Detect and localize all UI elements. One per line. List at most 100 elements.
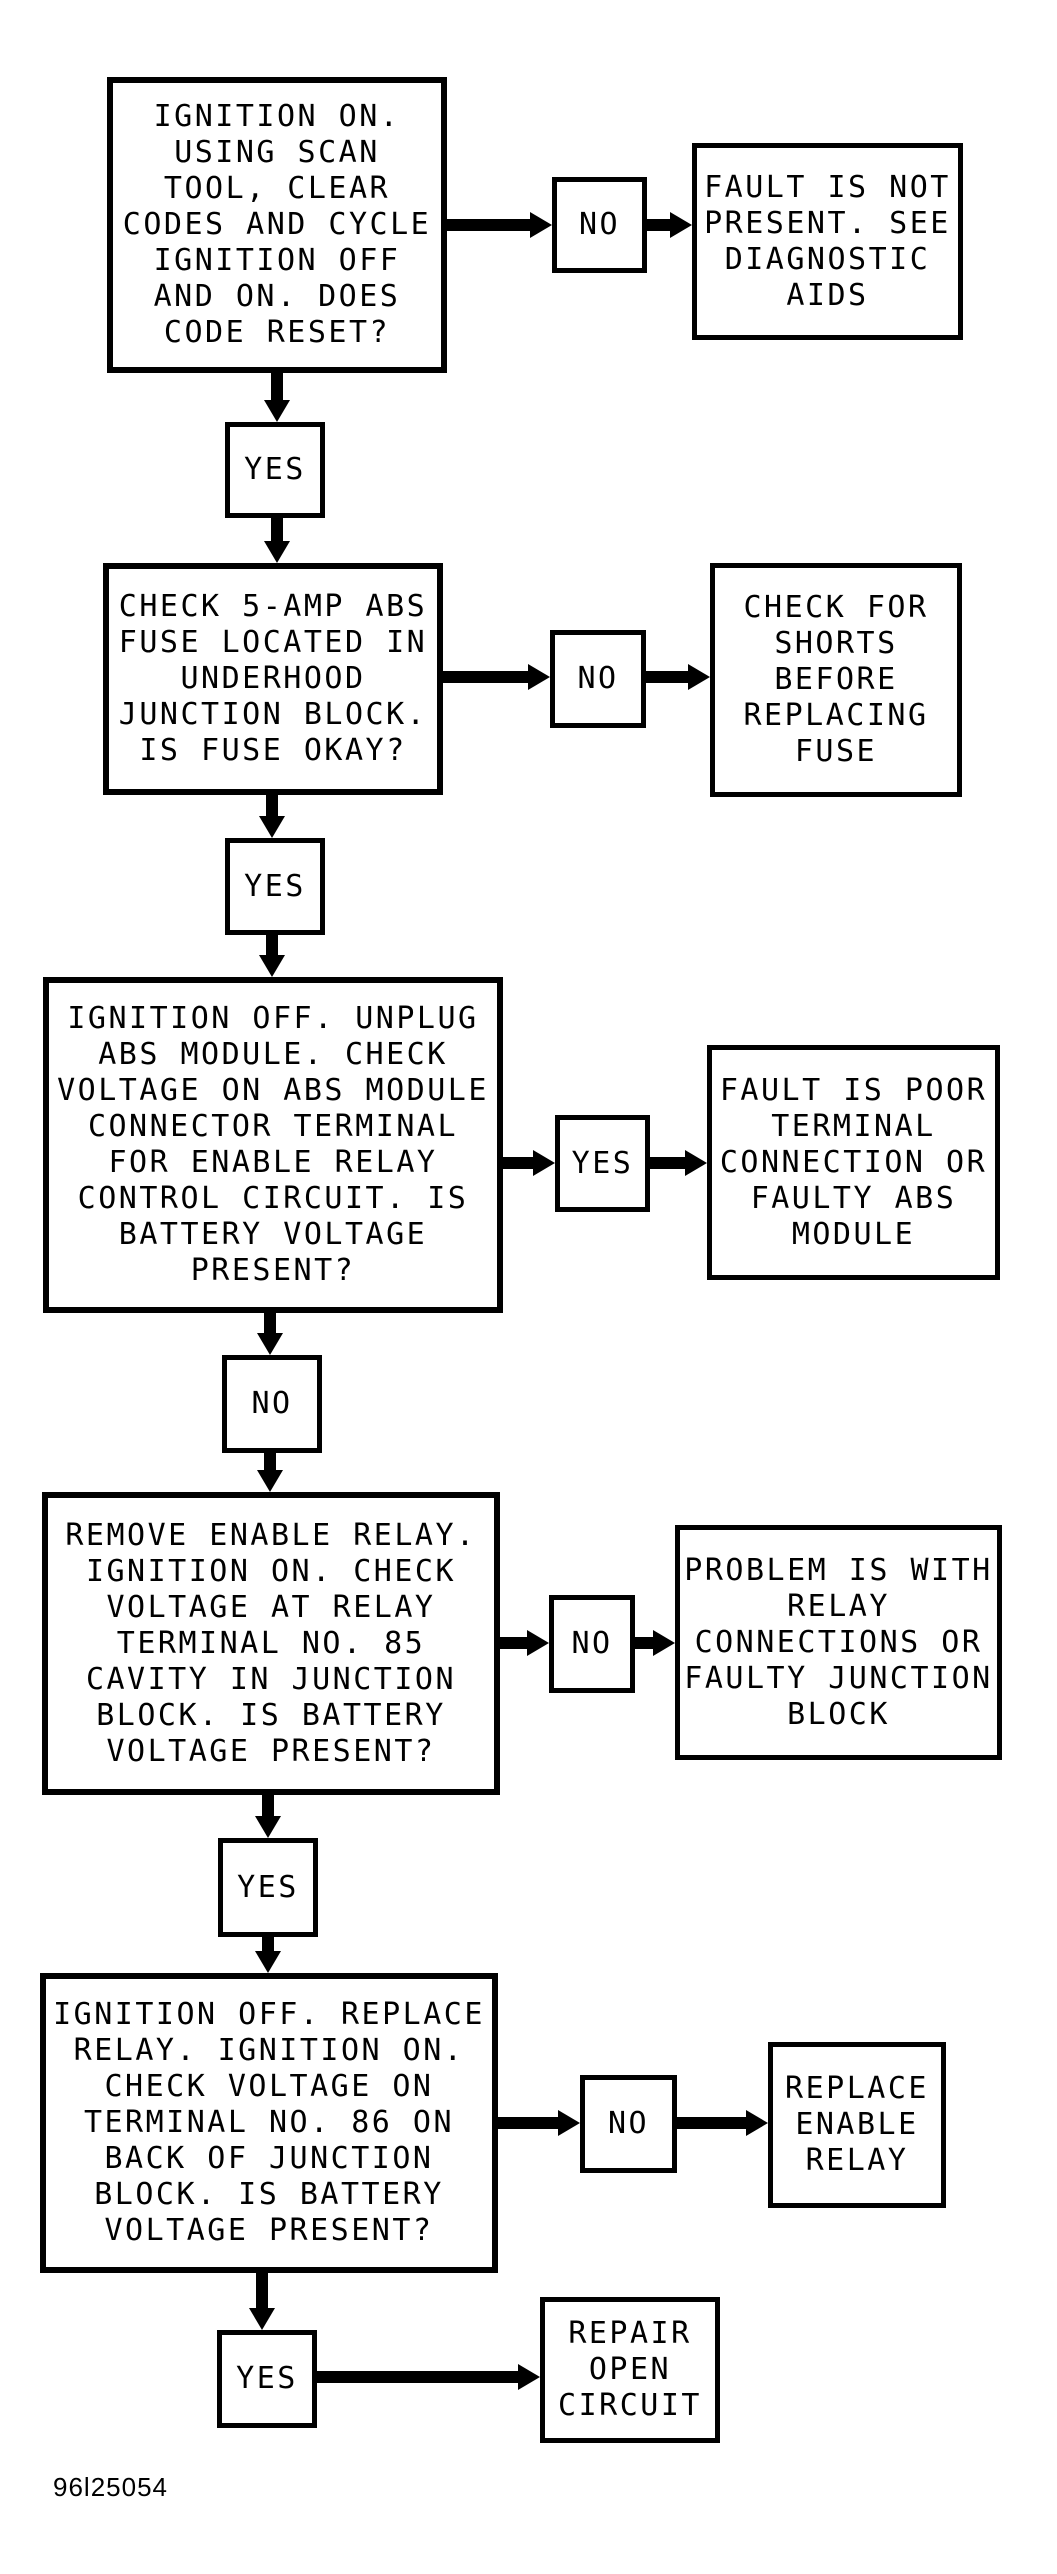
- text-line: YES: [244, 868, 306, 904]
- text-line: IS FUSE OKAY?: [139, 733, 407, 768]
- arrow-step1-to-yes1-line: [271, 373, 283, 402]
- arrow-step2-to-yes2-line: [266, 795, 278, 818]
- text-line: YES: [236, 2361, 298, 2396]
- text-line: IGNITION OFF. UNPLUG: [67, 1001, 479, 1036]
- arrowhead-icon: [528, 664, 550, 690]
- text-line: UNDERHOOD: [180, 661, 366, 696]
- text-line: VOLTAGE ON ABS MODULE: [57, 1073, 489, 1108]
- text-line: IGNITION ON. CHECK: [85, 1553, 457, 1589]
- arrowhead-icon: [257, 1470, 283, 1492]
- arrow-no2-to-r2-line: [646, 671, 690, 683]
- arrow-step1-to-no1-line: [447, 219, 532, 231]
- text-line: AIDS: [786, 277, 869, 313]
- connector-yes-5-text: YES: [236, 2361, 298, 2397]
- text-line: CAVITY IN JUNCTION: [85, 1661, 457, 1697]
- text-line: BATTERY VOLTAGE: [118, 1217, 428, 1252]
- connector-yes-2: YES: [225, 838, 325, 935]
- text-line: FAULTY JUNCTION: [684, 1660, 993, 1696]
- arrow-step3-to-yes3-line: [503, 1157, 535, 1169]
- text-line: FAULTY ABS: [750, 1180, 957, 1216]
- arrowhead-icon: [259, 955, 285, 977]
- connector-no-2: NO: [550, 630, 646, 728]
- text-line: REMOVE ENABLE RELAY.: [65, 1517, 477, 1553]
- text-line: CIRCUIT: [558, 2388, 702, 2423]
- arrowhead-icon: [746, 2110, 768, 2136]
- arrowhead-icon: [518, 2364, 540, 2390]
- text-line: CODES AND CYCLE: [122, 207, 432, 242]
- text-line: IGNITION OFF: [153, 243, 401, 278]
- arrow-no1-to-r1-line: [647, 219, 672, 231]
- arrowhead-icon: [259, 816, 285, 838]
- arrowhead-icon: [558, 2110, 580, 2136]
- text-line: PRESENT?: [190, 1253, 356, 1288]
- text-line: FOR ENABLE RELAY: [108, 1145, 438, 1180]
- text-line: CODE RESET?: [163, 315, 391, 350]
- text-line: NO: [607, 2106, 650, 2141]
- text-line: NO: [251, 1386, 293, 1421]
- arrow-step5-to-yes5-line: [256, 2272, 268, 2310]
- text-line: IGNITION OFF. REPLACE: [53, 1997, 485, 2032]
- connector-yes-4: YES: [218, 1838, 318, 1937]
- connector-no-5-text: NO: [608, 2106, 649, 2142]
- text-line: NO: [571, 1626, 613, 1661]
- text-line: ABS MODULE. CHECK: [98, 1037, 448, 1072]
- text-line: JUNCTION BLOCK.: [118, 697, 428, 732]
- text-line: TERMINAL NO. 85: [116, 1625, 426, 1661]
- connector-no-4-text: NO: [571, 1626, 612, 1662]
- figure-label: 96l25054: [53, 2472, 168, 2502]
- text-line: FAULT IS NOT: [704, 169, 951, 205]
- text-line: YES: [244, 452, 306, 487]
- arrow-no5-to-r5-line: [677, 2117, 748, 2129]
- connector-no-4: NO: [549, 1595, 635, 1693]
- connector-yes-2-text: YES: [244, 869, 306, 905]
- connector-yes-3-text: YES: [572, 1146, 634, 1182]
- text-line: RELAY: [787, 1588, 890, 1624]
- arrow-yes5-to-r6-line: [317, 2371, 520, 2383]
- text-line: AND ON. DOES: [153, 279, 401, 314]
- arrow-step2-to-no2-line: [443, 671, 530, 683]
- text-line: IGNITION ON.: [153, 99, 401, 134]
- text-line: ENABLE: [795, 2107, 919, 2142]
- arrowhead-icon: [670, 212, 692, 238]
- text-line: OPEN: [588, 2352, 672, 2387]
- text-line: TOOL, CLEAR: [163, 171, 391, 206]
- text-line: RELAY: [805, 2143, 909, 2178]
- text-line: DIAGNOSTIC: [724, 241, 931, 277]
- arrowhead-icon: [688, 664, 710, 690]
- arrow-yes1-to-step2-line: [271, 518, 283, 543]
- connector-no-5: NO: [580, 2075, 677, 2173]
- text-line: TERMINAL NO. 86 ON: [83, 2105, 455, 2140]
- text-line: NO: [577, 661, 619, 696]
- connector-yes-1-text: YES: [244, 452, 306, 488]
- text-line: BLOCK. IS BATTERY: [96, 1697, 446, 1733]
- arrow-no3-to-step4-line: [264, 1453, 276, 1472]
- connector-no-3-text: NO: [251, 1386, 292, 1422]
- connector-no-3: NO: [222, 1355, 322, 1453]
- text-line: YES: [571, 1145, 634, 1181]
- text-line: SHORTS: [774, 626, 898, 661]
- arrowhead-icon: [255, 1951, 281, 1973]
- arrow-yes2-to-step3-line: [266, 935, 278, 957]
- text-line: CONNECTOR TERMINAL: [87, 1109, 459, 1144]
- arrow-yes3-to-r3-line: [650, 1157, 687, 1169]
- text-line: TERMINAL: [771, 1108, 936, 1144]
- connector-yes-5: YES: [217, 2330, 317, 2428]
- text-line: BLOCK. IS BATTERY: [94, 2177, 444, 2212]
- text-line: CHECK 5-AMP ABS: [118, 589, 428, 624]
- connector-yes-1: YES: [225, 422, 325, 518]
